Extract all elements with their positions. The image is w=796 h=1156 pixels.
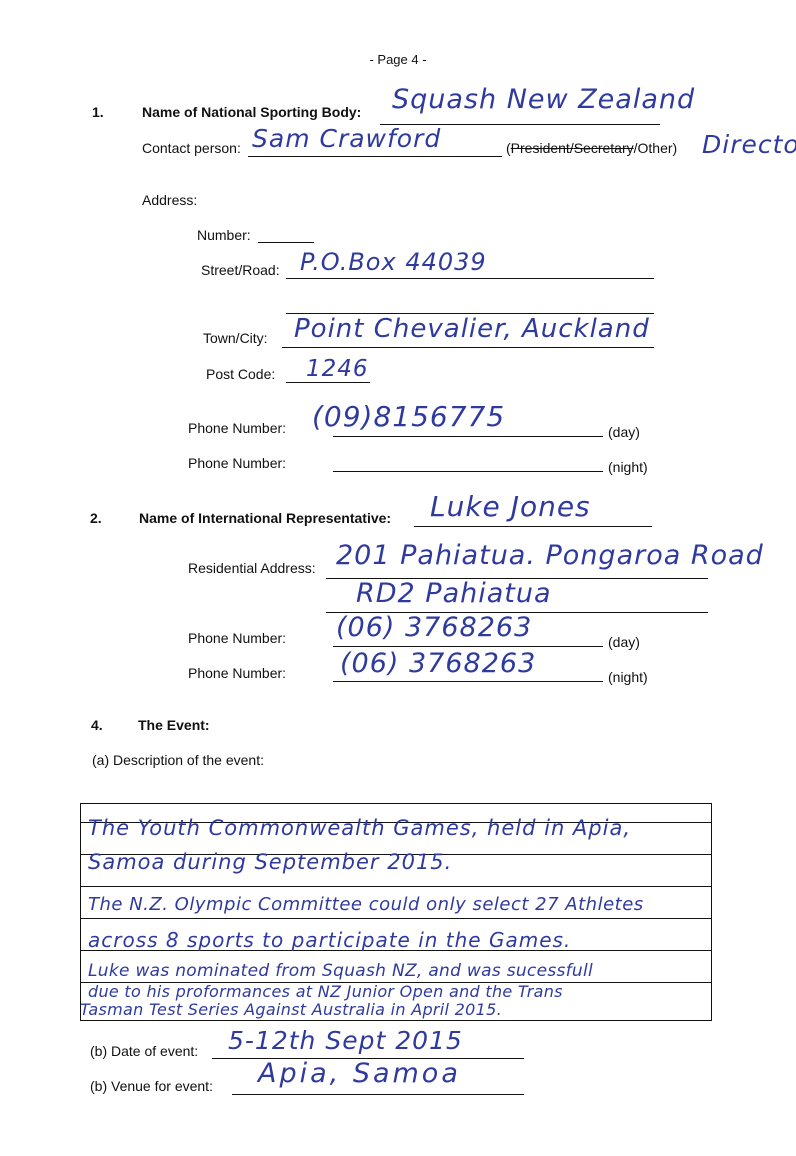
international-rep-line (414, 526, 652, 527)
street-label: Street/Road: (201, 262, 280, 278)
phone-day-label-1: Phone Number: (188, 420, 287, 436)
contact-person-line (248, 156, 502, 157)
event-date-label: (b) Date of event: (90, 1043, 199, 1059)
description-line-1: The Youth Commonwealth Games, held in Ap… (88, 816, 632, 840)
description-rule (81, 822, 711, 823)
description-rule (81, 854, 711, 855)
description-rule (81, 918, 711, 919)
event-date-line (212, 1058, 524, 1059)
residential-address-line-1[interactable]: 201 Pahiatua. Pongaroa Road (336, 540, 764, 571)
event-description-label: (a) Description of the event: (92, 752, 264, 768)
event-description-box[interactable] (80, 803, 712, 1021)
phone-night-line-1[interactable] (333, 471, 603, 472)
phone-night-value-2[interactable]: (06) 3768263 (340, 648, 537, 679)
phone-day-value-1[interactable]: (09)8156775 (312, 400, 506, 433)
description-line-5: Luke was nominated from Squash NZ, and w… (88, 961, 594, 981)
section-4-number: 4. (91, 717, 103, 733)
residential-address-line-2[interactable]: RD2 Pahiatua (356, 578, 552, 609)
event-venue-line (232, 1094, 524, 1095)
description-rule (81, 982, 711, 983)
role-president: President (510, 140, 570, 156)
street-line (286, 278, 654, 279)
section-1-number: 1. (92, 104, 104, 120)
event-venue-label: (b) Venue for event: (90, 1078, 213, 1094)
role-secretary: Secretary (573, 140, 634, 156)
phone-day-suffix-2: (day) (608, 634, 640, 650)
page-number: - Page 4 - (369, 52, 427, 67)
description-line-4: across 8 sports to participate in the Ga… (88, 928, 572, 952)
sporting-body-label: Name of National Sporting Body: (142, 104, 362, 120)
description-rule (81, 886, 711, 887)
phone-night-label-2: Phone Number: (188, 665, 287, 681)
event-venue-value[interactable]: Apia, Samoa (258, 1058, 461, 1089)
street-value[interactable]: P.O.Box 44039 (300, 248, 487, 276)
phone-night-suffix-1: (night) (608, 459, 648, 475)
post-code-line (286, 382, 370, 383)
sporting-body-line (380, 124, 660, 125)
phone-night-line-2 (333, 681, 603, 682)
street-line-2[interactable] (286, 313, 654, 314)
address-label: Address: (142, 192, 198, 208)
description-line-2: Samoa during September 2015. (88, 850, 453, 874)
description-rule (81, 950, 711, 951)
phone-day-value-2[interactable]: (06) 3768263 (336, 612, 533, 643)
contact-person-label: Contact person: (142, 140, 241, 156)
contact-role-value[interactable]: Director (702, 130, 796, 159)
phone-day-suffix-1: (day) (608, 424, 640, 440)
phone-night-label-1: Phone Number: (188, 455, 287, 471)
number-line[interactable] (258, 242, 314, 243)
description-line-6: due to his proformances at NZ Junior Ope… (88, 982, 563, 1001)
contact-role-options: (President/Secretary/Other) (506, 140, 678, 156)
residential-address-label: Residential Address: (188, 560, 316, 576)
phone-day-line-2 (333, 646, 603, 647)
number-label: Number: (197, 227, 251, 243)
post-code-label: Post Code: (206, 366, 276, 382)
role-other: /Other) (633, 140, 678, 156)
town-label: Town/City: (203, 330, 268, 346)
phone-day-label-2: Phone Number: (188, 630, 287, 646)
description-line-3: The N.Z. Olympic Committee could only se… (88, 894, 644, 915)
sporting-body-value[interactable]: Squash New Zealand (392, 84, 696, 115)
town-line (282, 347, 654, 348)
phone-day-line-1 (333, 436, 603, 437)
international-rep-value[interactable]: Luke Jones (430, 490, 591, 523)
post-code-value[interactable]: 1246 (306, 356, 369, 382)
phone-night-suffix-2: (night) (608, 669, 648, 685)
event-date-value[interactable]: 5-12th Sept 2015 (228, 1026, 463, 1055)
contact-person-value[interactable]: Sam Crawford (252, 124, 442, 153)
event-title: The Event: (138, 717, 210, 733)
town-value[interactable]: Point Chevalier, Auckland (294, 314, 650, 344)
section-2-number: 2. (90, 510, 102, 526)
international-rep-label: Name of International Representative: (139, 510, 392, 526)
residential-line-1 (326, 578, 708, 579)
description-line-7: Tasman Test Series Against Australia in … (80, 1000, 502, 1019)
residential-line-2 (326, 612, 708, 613)
